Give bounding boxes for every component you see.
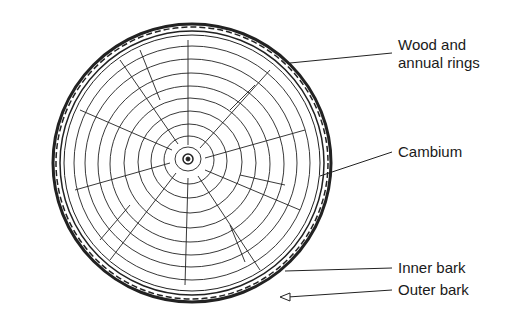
wood-rays: [75, 40, 305, 285]
outer-bark: [53, 24, 331, 302]
leader-lines: [285, 53, 392, 297]
part-label: Inner bark: [398, 259, 498, 277]
outer-bark-texture: [56, 27, 328, 299]
leader-line: [288, 290, 392, 297]
inner-bark: [60, 31, 324, 295]
annual-rings: [74, 46, 310, 280]
log-illustration: [53, 24, 331, 302]
leader-line: [285, 268, 392, 271]
part-label: Outer bark: [398, 281, 498, 299]
leader-line: [290, 53, 392, 63]
part-label: Wood and annual rings: [398, 36, 498, 72]
part-label: Cambium: [398, 143, 498, 161]
leader-line: [320, 152, 392, 176]
cambium: [64, 35, 320, 291]
leader-arrowhead: [280, 293, 290, 301]
